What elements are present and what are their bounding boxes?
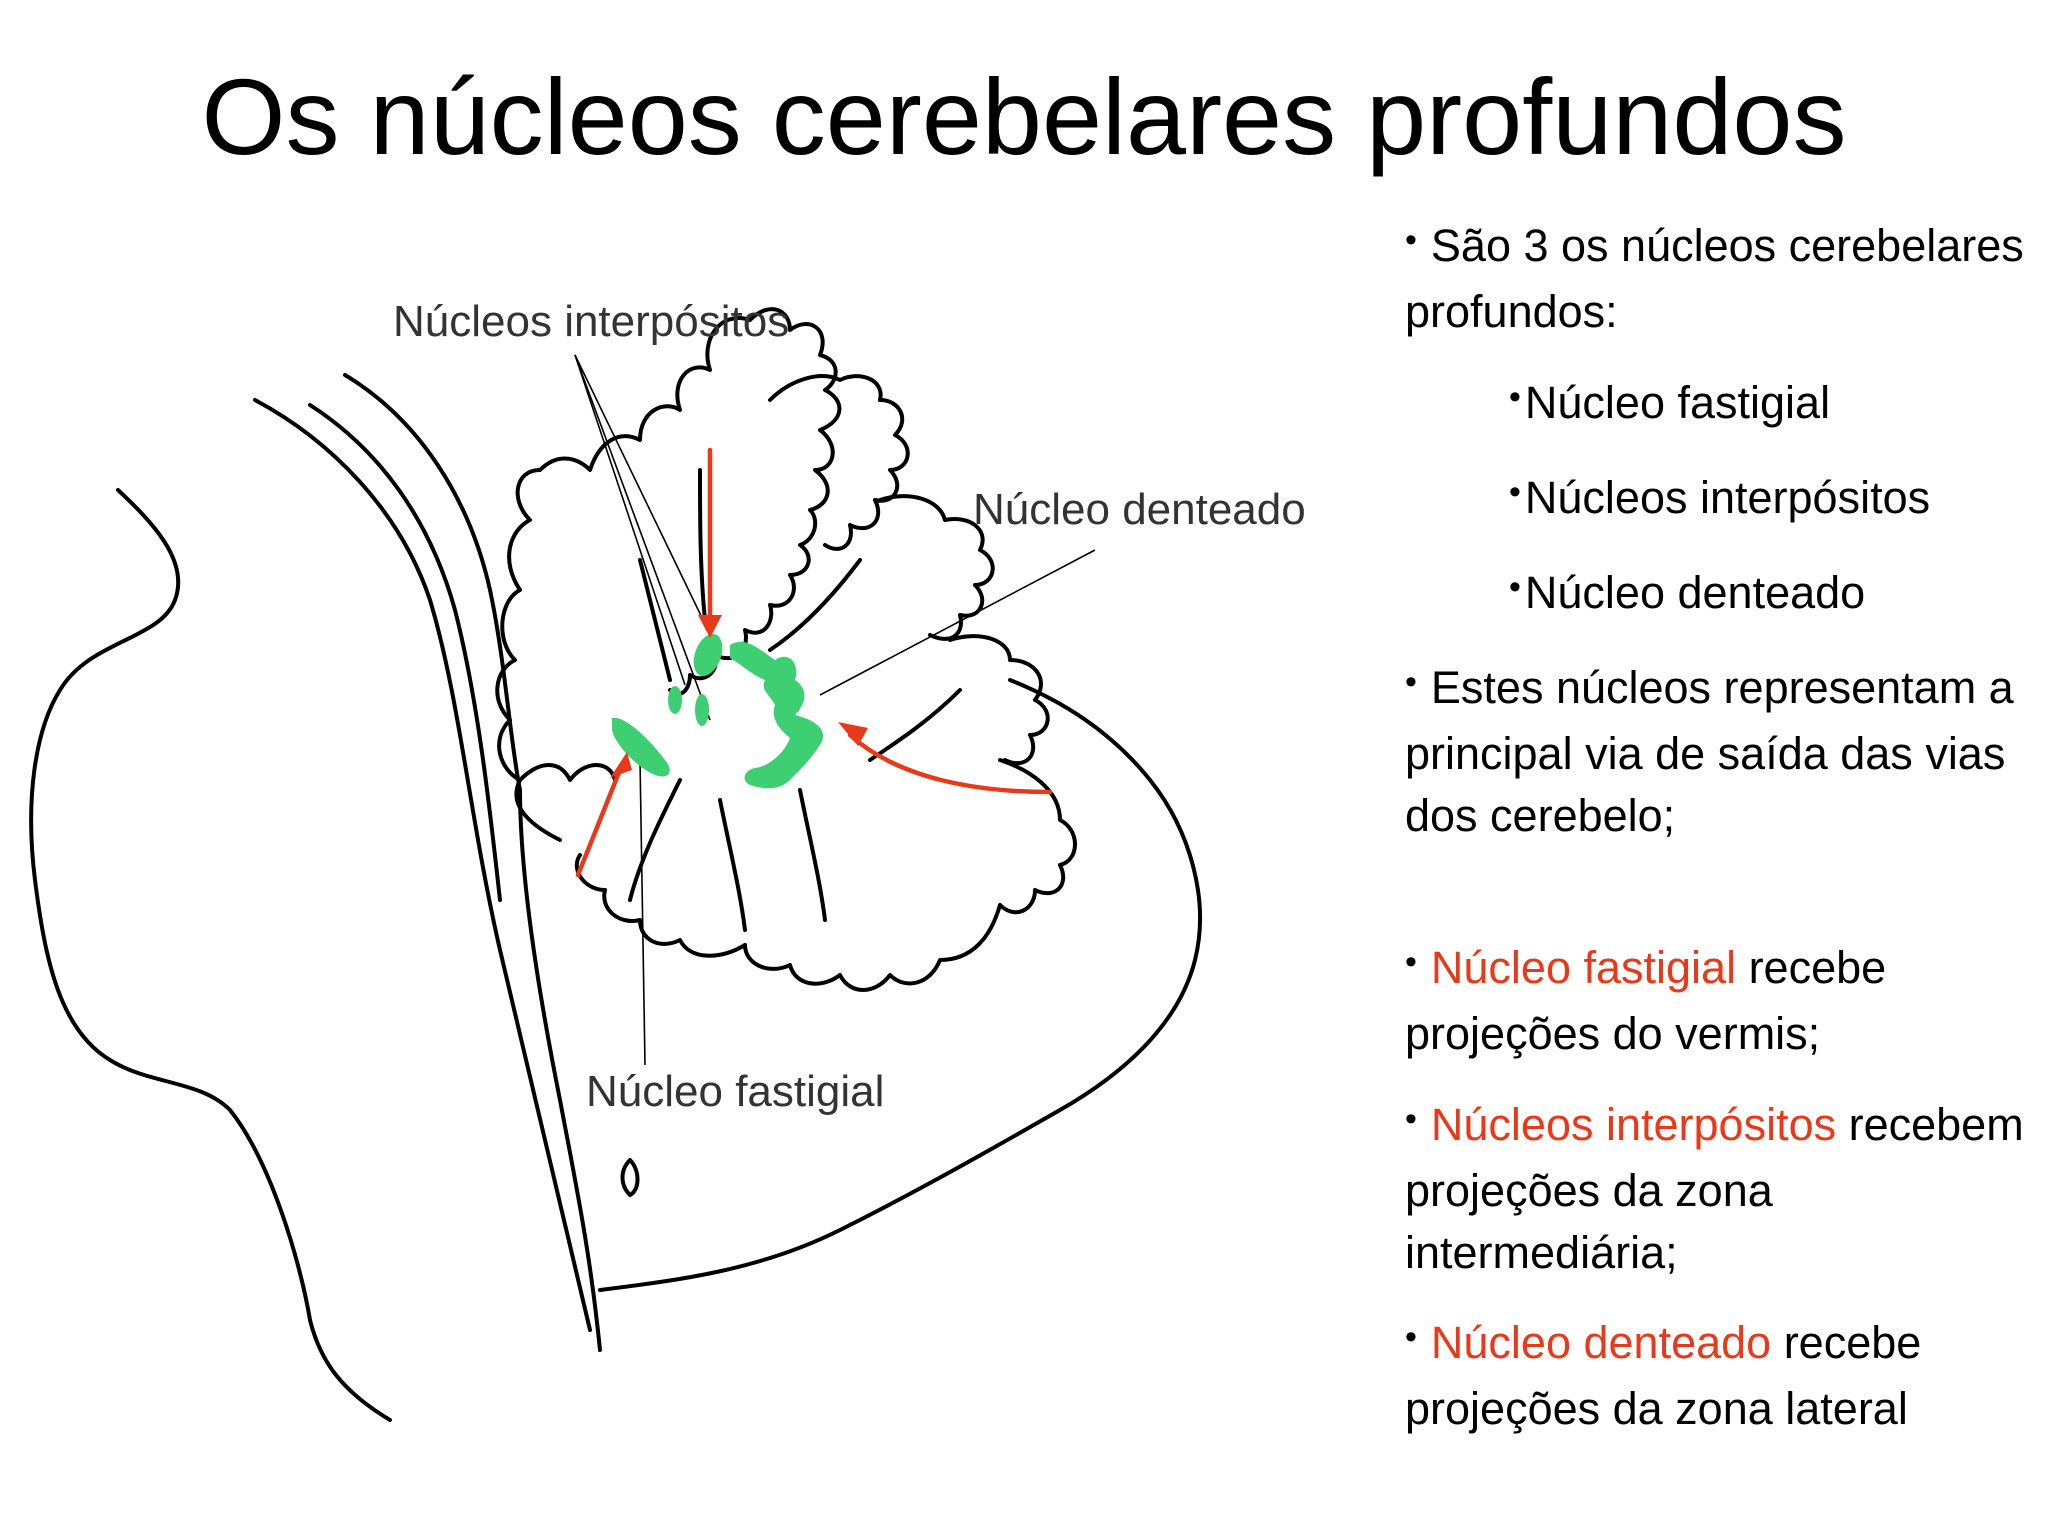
nucleus-interposito-emboliform xyxy=(695,694,709,726)
nucleus-interposito-upper xyxy=(693,633,723,677)
tract-line-outer xyxy=(253,398,592,1332)
folia-upper-right xyxy=(768,374,910,551)
brainstem-outline xyxy=(29,488,392,1422)
label-denteado: Núcleo denteado xyxy=(973,485,1306,534)
pointer-line-interpositos-3 xyxy=(574,354,711,721)
bullet-denteado: •Núcleo denteado recebe projeções da zon… xyxy=(1405,1317,1922,1434)
inner-fold-3 xyxy=(768,558,862,652)
cerebellum-folia-outline xyxy=(495,307,842,842)
cerebellum-diagram: Núcleos interpósitos Núcleo denteado Núc… xyxy=(29,297,1306,1422)
pointer-line-fastigial xyxy=(639,759,646,1066)
folia-lower-right xyxy=(998,758,1077,915)
inner-fold-4 xyxy=(868,688,962,762)
folia-right xyxy=(878,494,995,641)
folia-bottom xyxy=(743,903,1002,992)
inner-fold-1 xyxy=(638,558,672,682)
bullet-fastigial: •Núcleo fastigial recebe projeções do ve… xyxy=(1405,942,1887,1059)
nucleus-interposito-globose xyxy=(668,686,682,714)
label-fastigial: Núcleo fastigial xyxy=(586,1067,884,1116)
pointer-line-denteado xyxy=(819,549,1096,696)
folia-bottom-left xyxy=(574,853,747,958)
arrow-lateral xyxy=(847,732,1053,795)
inner-fold-2 xyxy=(698,468,707,622)
cerebellum-bottom-outline xyxy=(598,678,1202,1292)
pointer-line-interpositos-2 xyxy=(574,354,686,686)
pointer-line-interpositos-1 xyxy=(574,354,721,656)
folia-left-lobe xyxy=(518,763,617,782)
arrowhead-lateral xyxy=(838,722,868,746)
bullet-interpositos: •Núcleos interpósitos recebem projeções … xyxy=(1405,1099,2024,1278)
inner-fold-5 xyxy=(628,778,682,902)
slide-title: Os núcleos cerebelares profundos xyxy=(201,56,1847,177)
bullet-intro: •São 3 os núcleos cerebelares profundos: xyxy=(1405,220,2024,337)
inner-fold-7 xyxy=(718,798,747,932)
bullet-saida: •Estes núcleos representam a principal v… xyxy=(1405,662,2014,841)
nucleus-fastigial xyxy=(612,717,670,777)
arrowhead-fastigial xyxy=(610,752,632,778)
label-interpositos: Núcleos interpósitos xyxy=(393,297,789,346)
tract-line-inner xyxy=(308,403,502,902)
sub-item-fastigial: •Núcleo fastigial xyxy=(1509,377,1831,428)
sub-item-denteado: •Núcleo denteado xyxy=(1509,567,1866,618)
inner-fold-6 xyxy=(798,788,827,922)
arrow-fastigial xyxy=(575,767,623,878)
small-structure xyxy=(620,1158,640,1197)
lower-outline xyxy=(518,788,602,1352)
arrowhead-vermis xyxy=(698,615,722,638)
tract-line-mid xyxy=(343,373,522,792)
nucleus-denteado xyxy=(730,641,824,789)
sub-item-interpositos: •Núcleos interpósitos xyxy=(1509,472,1931,523)
folia-far-right xyxy=(948,634,1050,766)
